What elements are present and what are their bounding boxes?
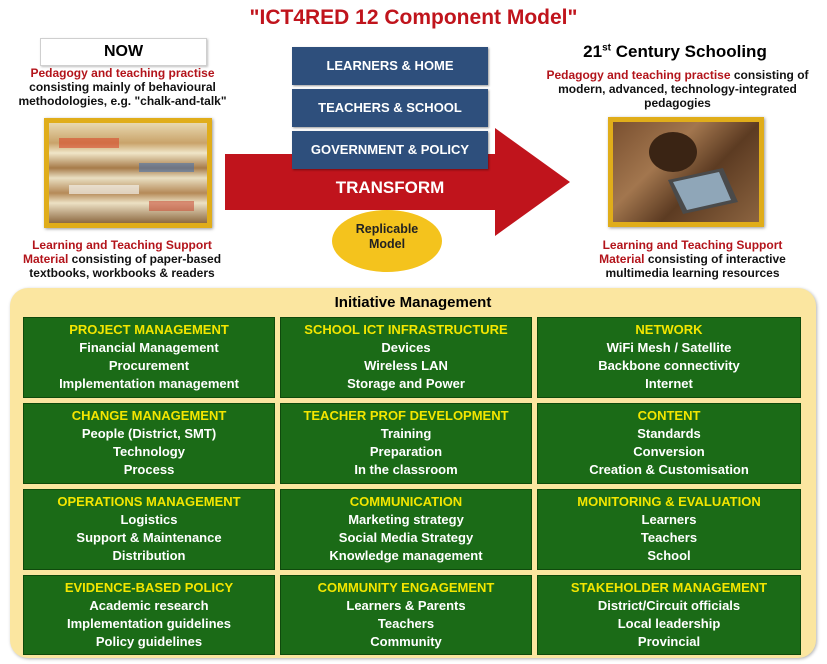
component-item: Policy guidelines	[95, 634, 203, 649]
now-ltsm-text: consisting of paper-based textbooks, wor…	[29, 252, 222, 280]
transform-label: TRANSFORM	[335, 178, 445, 197]
component-monitoring-evaluation: MONITORING & EVALUATION Learners Teacher…	[537, 489, 801, 570]
component-item: Preparation	[369, 444, 443, 459]
future-tablet-photo	[608, 117, 764, 227]
component-item: Implementation management	[59, 376, 239, 391]
future-pedagogy-text: consisting of modern, advanced, technolo…	[558, 68, 809, 110]
now-heading-box: NOW	[40, 38, 207, 66]
component-heading: SCHOOL ICT INFRASTRUCTURE	[304, 322, 508, 337]
component-item: Learners	[641, 512, 697, 527]
component-heading: TEACHER PROF DEVELOPMENT	[303, 408, 509, 423]
component-item: Internet	[645, 376, 693, 391]
component-item: Backbone connectivity	[598, 358, 740, 373]
now-books-photo	[44, 118, 212, 228]
component-item: Knowledge management	[329, 548, 483, 563]
component-item: Procurement	[108, 358, 190, 373]
component-item: Financial Management	[79, 340, 219, 355]
future-pedagogy-highlight: Pedagogy and teaching practise	[546, 68, 731, 82]
stack-government-policy: GOVERNMENT & POLICY	[292, 131, 488, 169]
now-pedagogy-highlight: Pedagogy and teaching practise	[30, 66, 215, 80]
component-stakeholder-management: STAKEHOLDER MANAGEMENT District/Circuit …	[537, 575, 801, 655]
component-item: Marketing strategy	[348, 512, 464, 527]
component-item: Training	[380, 426, 432, 441]
component-item: Support & Maintenance	[76, 530, 222, 545]
future-ltsm: Learning and Teaching Support Material c…	[585, 238, 800, 280]
component-item: Creation & Customisation	[589, 462, 749, 477]
component-item: Implementation guidelines	[67, 616, 231, 631]
replicable-model-oval: Replicable Model	[332, 210, 442, 272]
now-heading: NOW	[103, 43, 144, 60]
component-item: Technology	[113, 444, 185, 459]
future-heading-rest: Century Schooling	[610, 42, 767, 61]
now-pedagogy: Pedagogy and teaching practise consistin…	[0, 66, 245, 108]
future-heading: 21st Century Schooling	[530, 42, 820, 62]
component-heading: STAKEHOLDER MANAGEMENT	[570, 580, 768, 595]
component-heading: PROJECT MANAGEMENT	[69, 322, 229, 337]
component-item: In the classroom	[354, 462, 458, 477]
component-item: Distribution	[112, 548, 186, 563]
component-teacher-prof-development: TEACHER PROF DEVELOPMENT Training Prepar…	[280, 403, 532, 484]
component-item: District/Circuit officials	[597, 598, 741, 613]
future-ltsm-highlight: Learning and Teaching Support Material	[599, 238, 783, 266]
book-stack-icon	[59, 138, 194, 211]
future-heading-sup: st	[602, 42, 611, 54]
component-school-ict-infrastructure: SCHOOL ICT INFRASTRUCTURE Devices Wirele…	[280, 317, 532, 398]
component-content: CONTENT Standards Conversion Creation & …	[537, 403, 801, 484]
future-ltsm-text: consisting of interactive multimedia lea…	[605, 252, 786, 280]
component-network: NETWORK WiFi Mesh / Satellite Backbone c…	[537, 317, 801, 398]
component-heading: COMMUNITY ENGAGEMENT	[317, 580, 495, 595]
now-ltsm: Learning and Teaching Support Material c…	[12, 238, 232, 280]
component-heading: CHANGE MANAGEMENT	[71, 408, 227, 423]
component-project-management: PROJECT MANAGEMENT Financial Management …	[23, 317, 275, 398]
component-heading: MONITORING & EVALUATION	[577, 494, 761, 509]
component-item: Devices	[381, 340, 431, 355]
component-item: Storage and Power	[347, 376, 465, 391]
component-change-management: CHANGE MANAGEMENT People (District, SMT)…	[23, 403, 275, 484]
component-item: Logistics	[120, 512, 178, 527]
component-item: Standards	[637, 426, 701, 441]
now-pedagogy-text: consisting mainly of behavioural methodo…	[18, 80, 227, 108]
component-item: People (District, SMT)	[81, 426, 217, 441]
component-item: Wireless LAN	[364, 358, 448, 373]
component-item: Process	[123, 462, 175, 477]
component-item: WiFi Mesh / Satellite	[606, 340, 732, 355]
now-ltsm-highlight: Learning and Teaching Support Material	[22, 238, 212, 266]
component-heading: OPERATIONS MANAGEMENT	[57, 494, 241, 509]
stack-teachers-school: TEACHERS & SCHOOL	[292, 89, 488, 127]
component-heading: NETWORK	[635, 322, 703, 337]
component-item: Conversion	[633, 444, 705, 459]
component-item: Provincial	[637, 634, 701, 649]
component-community-engagement: COMMUNITY ENGAGEMENT Learners & Parents …	[280, 575, 532, 655]
oval-label-1: Replicable	[355, 222, 419, 236]
component-item: Local leadership	[617, 616, 721, 631]
stack-learners-home: LEARNERS & HOME	[292, 47, 488, 85]
future-pedagogy: Pedagogy and teaching practise consistin…	[530, 68, 825, 110]
component-item: Academic research	[89, 598, 209, 613]
component-operations-management: OPERATIONS MANAGEMENT Logistics Support …	[23, 489, 275, 570]
component-heading: CONTENT	[637, 408, 701, 423]
component-communication: COMMUNICATION Marketing strategy Social …	[280, 489, 532, 570]
component-item: Social Media Strategy	[338, 530, 474, 545]
component-evidence-based-policy: EVIDENCE-BASED POLICY Academic research …	[23, 575, 275, 655]
component-item: Learners & Parents	[346, 598, 466, 613]
component-item: Community	[370, 634, 442, 649]
component-item: School	[647, 548, 691, 563]
diagram-title: "ICT4RED 12 Component Model"	[249, 6, 578, 29]
oval-label-2: Model	[368, 237, 406, 251]
component-heading: EVIDENCE-BASED POLICY	[64, 580, 234, 595]
component-heading: COMMUNICATION	[349, 494, 463, 509]
tablet-icon	[649, 132, 738, 214]
component-item: Teachers	[640, 530, 698, 545]
panel-title: Initiative Management	[334, 294, 492, 311]
component-grid: PROJECT MANAGEMENT Financial Management …	[23, 317, 803, 655]
component-item: Teachers	[377, 616, 435, 631]
future-heading-number: 21	[583, 42, 603, 61]
